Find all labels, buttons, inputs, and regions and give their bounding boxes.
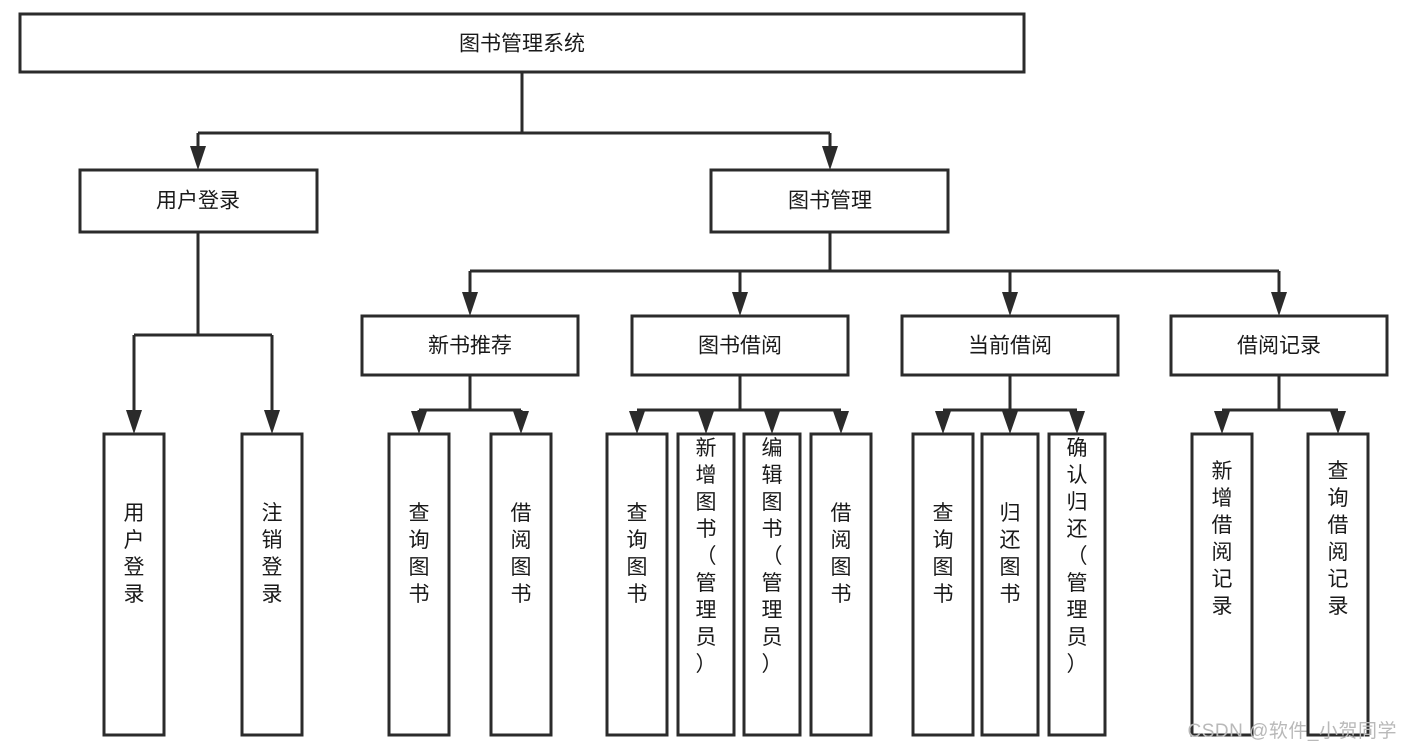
- arrow-head-icon: [764, 411, 780, 434]
- node-leaf-query-book-2[interactable]: 查询图书: [605, 432, 669, 737]
- node-leaf-add-borrow-record[interactable]: 新增借阅记录: [1190, 432, 1254, 737]
- arrow-head-icon: [1002, 292, 1018, 316]
- node-leaf-confirm-return-admin-label: 确认归还（管理员）: [1067, 437, 1088, 676]
- arrow-head-icon: [1002, 411, 1018, 434]
- node-leaf-logout-login[interactable]: 注销登录: [240, 432, 304, 737]
- node-user-login-label: 用户登录: [156, 190, 240, 213]
- node-leaf-confirm-return-admin[interactable]: 确认归还（管理员）: [1047, 432, 1107, 737]
- node-leaf-edit-book-admin[interactable]: 编辑图书（管理员）: [742, 432, 802, 737]
- node-leaf-edit-book-admin-label: 编辑图书（管理员）: [762, 437, 783, 676]
- arrow-head-icon: [1330, 411, 1346, 434]
- node-leaf-borrow-book-1[interactable]: 借阅图书: [489, 432, 553, 737]
- node-user-login[interactable]: 用户登录: [78, 168, 319, 234]
- arrow-head-icon: [1271, 292, 1287, 316]
- node-borrow-record-label: 借阅记录: [1237, 335, 1321, 358]
- arrow-head-icon: [935, 411, 951, 434]
- node-leaf-logout-login-label: 注销登录: [262, 502, 283, 606]
- node-book-management-label: 图书管理: [788, 190, 872, 213]
- node-leaf-query-borrow-record-label: 查询借阅记录: [1328, 460, 1349, 618]
- node-leaf-user-login-label: 用户登录: [124, 502, 145, 606]
- node-leaf-borrow-book-1-label: 借阅图书: [511, 502, 532, 606]
- arrow-head-icon: [126, 410, 142, 434]
- node-borrow-record[interactable]: 借阅记录: [1169, 314, 1389, 377]
- node-book-management[interactable]: 图书管理: [709, 168, 950, 234]
- node-leaf-return-book[interactable]: 归还图书: [980, 432, 1040, 737]
- arrow-head-icon: [1214, 411, 1230, 434]
- node-leaf-query-borrow-record[interactable]: 查询借阅记录: [1306, 432, 1370, 737]
- node-leaf-query-book-1-label: 查询图书: [409, 502, 430, 606]
- node-new-book-recommend-label: 新书推荐: [428, 335, 512, 358]
- node-leaf-query-book-3-label: 查询图书: [933, 502, 954, 606]
- node-book-borrow[interactable]: 图书借阅: [630, 314, 850, 377]
- arrow-head-icon: [411, 411, 427, 434]
- node-current-borrow-label: 当前借阅: [968, 335, 1052, 358]
- node-leaf-query-book-1[interactable]: 查询图书: [387, 432, 451, 737]
- arrow-head-icon: [462, 292, 478, 316]
- arrow-head-icon: [513, 411, 529, 434]
- node-root-label: 图书管理系统: [459, 33, 585, 56]
- node-leaf-borrow-book-2-label: 借阅图书: [831, 502, 852, 606]
- arrow-head-icon: [698, 411, 714, 434]
- arrow-head-icon: [264, 410, 280, 434]
- arrow-head-icon: [1069, 411, 1085, 434]
- node-leaf-return-book-label: 归还图书: [1000, 502, 1021, 606]
- arrow-head-icon: [732, 292, 748, 316]
- node-leaf-user-login[interactable]: 用户登录: [102, 432, 166, 737]
- node-current-borrow[interactable]: 当前借阅: [900, 314, 1120, 377]
- node-leaf-query-book-3[interactable]: 查询图书: [911, 432, 975, 737]
- node-book-borrow-label: 图书借阅: [698, 335, 782, 358]
- node-new-book-recommend[interactable]: 新书推荐: [360, 314, 580, 377]
- node-leaf-query-book-2-label: 查询图书: [627, 502, 648, 606]
- connector-layer: [126, 72, 1346, 434]
- arrow-head-icon: [190, 146, 206, 170]
- arrow-head-icon: [822, 146, 838, 170]
- node-leaf-add-book-admin-label: 新增图书（管理员）: [696, 437, 717, 676]
- node-leaf-add-book-admin[interactable]: 新增图书（管理员）: [676, 432, 736, 737]
- arrow-head-icon: [629, 411, 645, 434]
- node-leaf-borrow-book-2[interactable]: 借阅图书: [809, 432, 873, 737]
- arrow-head-icon: [833, 411, 849, 434]
- node-root[interactable]: 图书管理系统: [18, 12, 1026, 74]
- node-leaf-add-borrow-record-label: 新增借阅记录: [1212, 460, 1233, 618]
